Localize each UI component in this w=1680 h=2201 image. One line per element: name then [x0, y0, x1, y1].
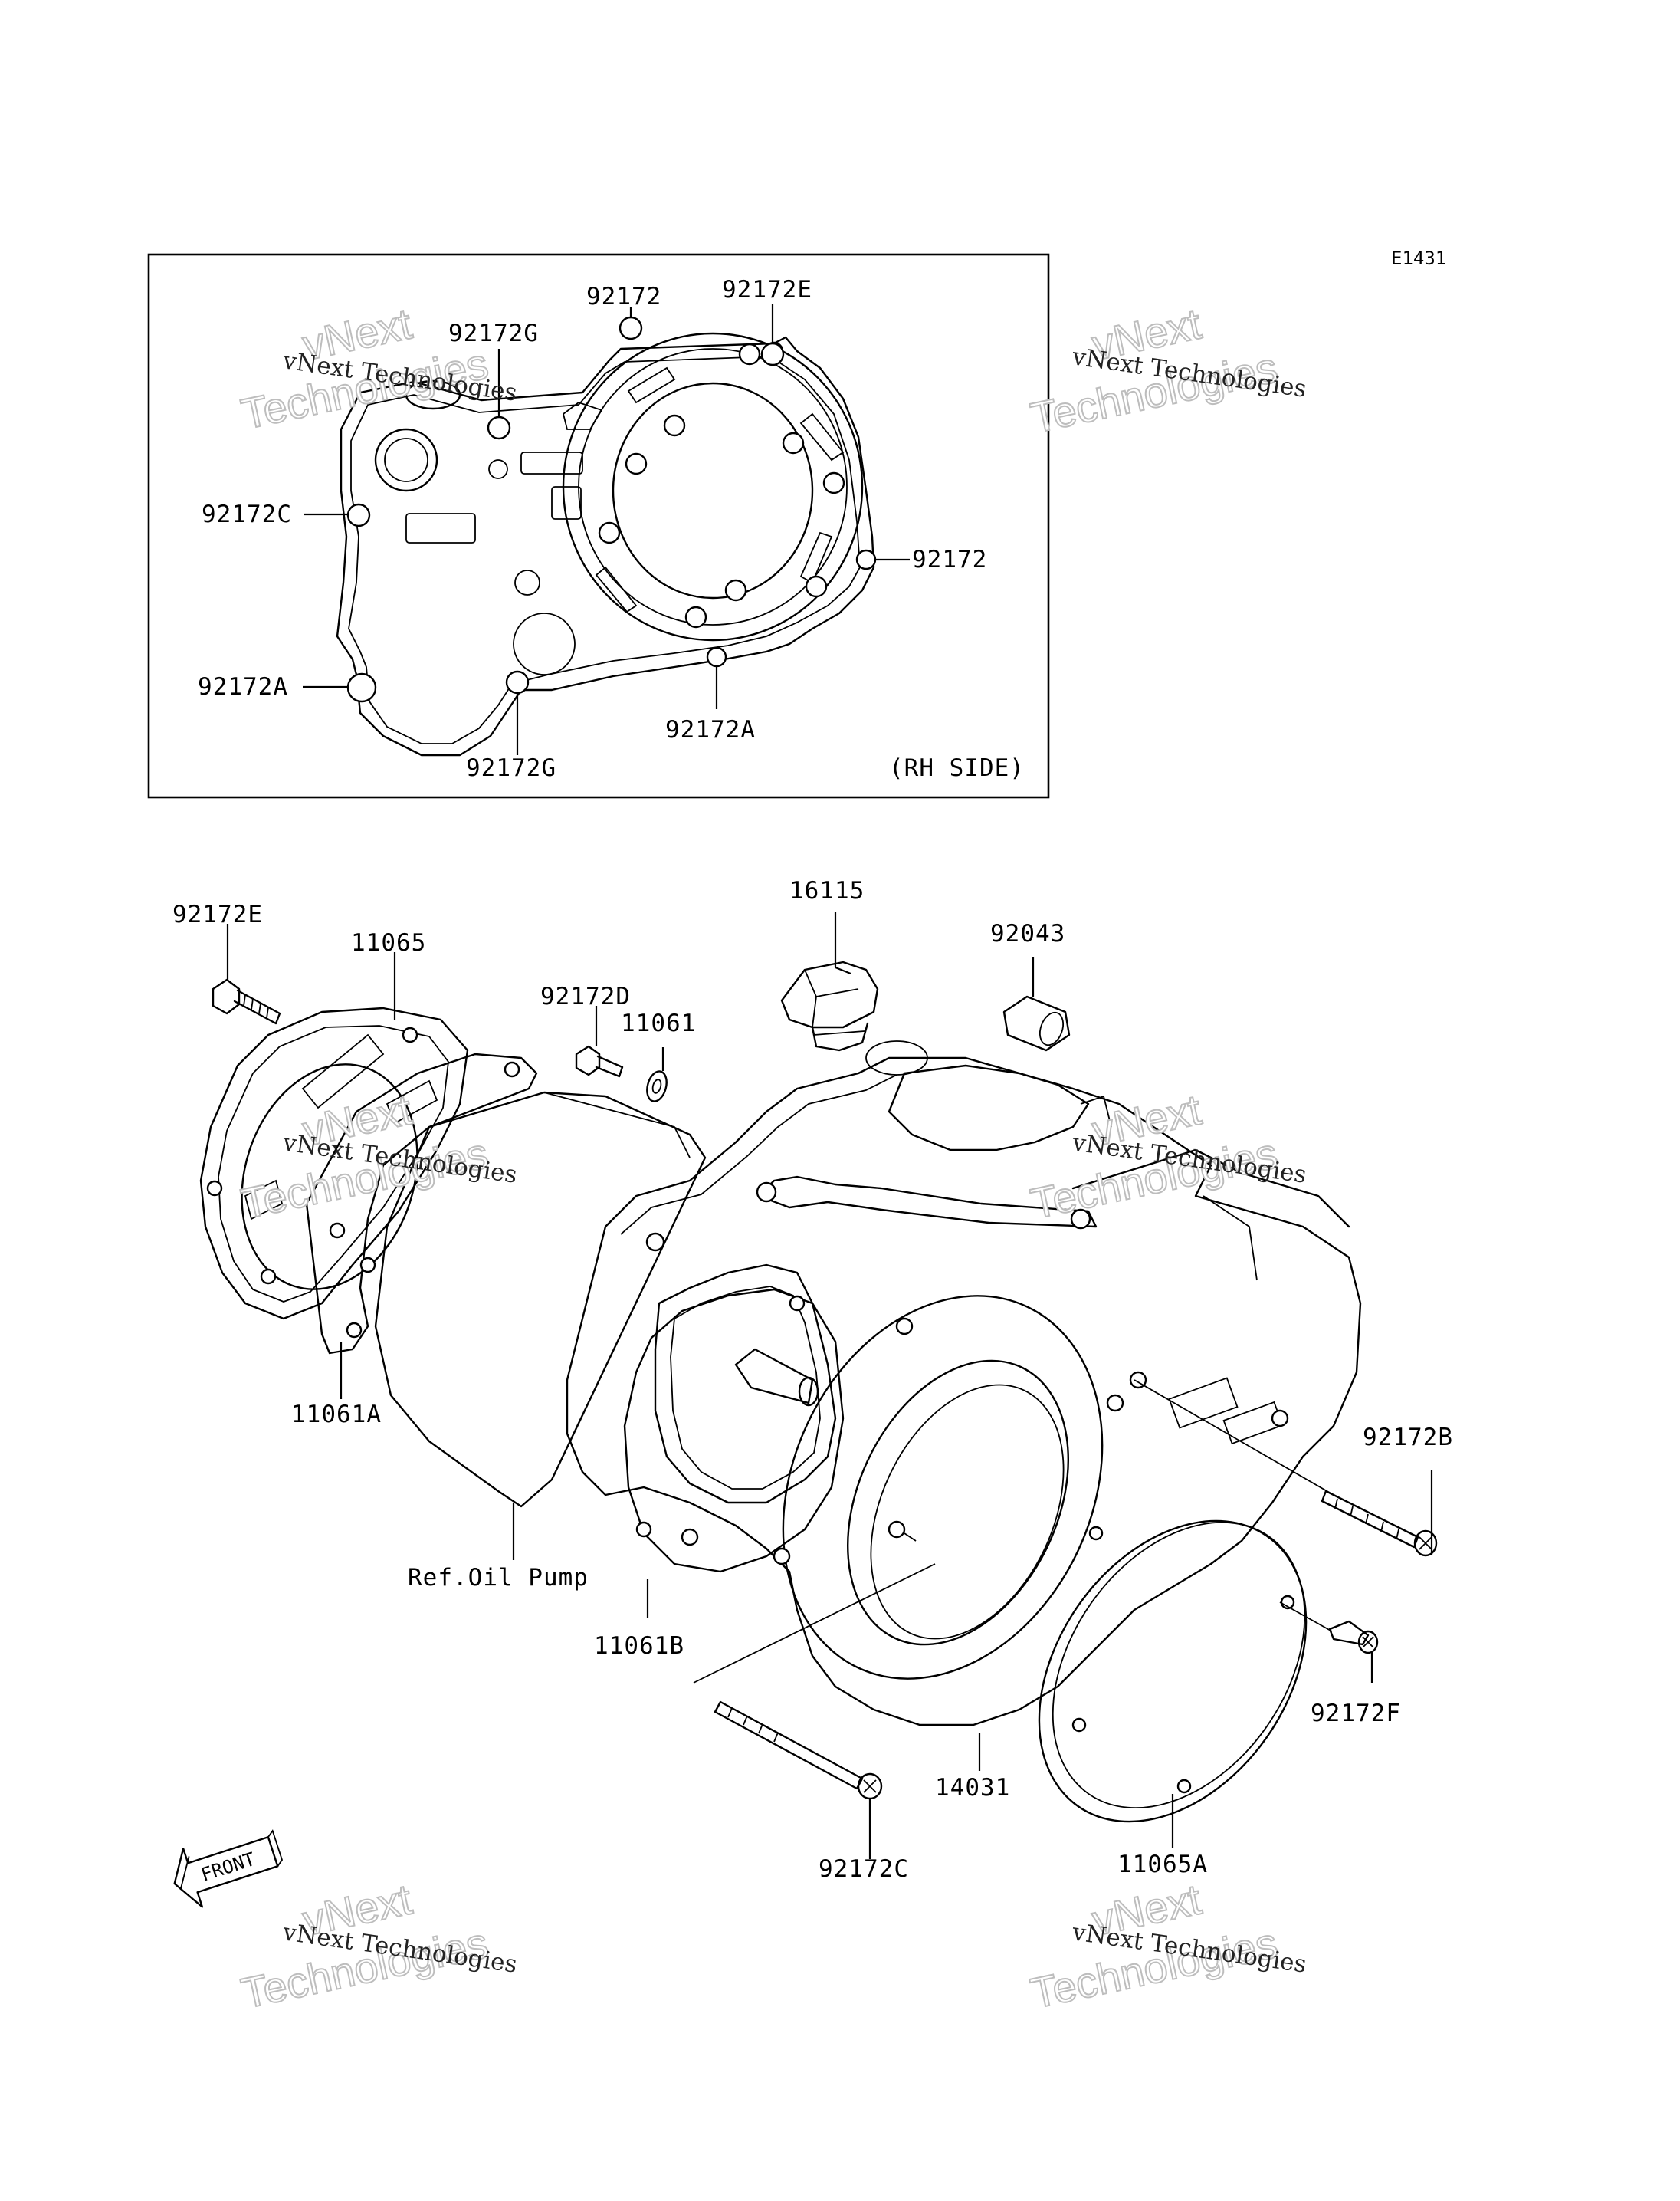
callout-92172e-inset: 92172E [722, 276, 812, 304]
washer-11061 [646, 1070, 668, 1102]
watermark-middle-right: vNext Technologies vNext Technologies [1025, 1084, 1308, 1228]
oil-filler-cap-16115 [780, 961, 879, 1052]
callout-92172c-inset: 92172C [202, 501, 292, 528]
diagram-id: E1431 [1391, 248, 1446, 269]
inset-frame [147, 253, 1050, 799]
oil-pump-housing [374, 1091, 707, 1508]
callout-11065: 11065 [351, 929, 426, 957]
damper-92043 [1002, 995, 1071, 1052]
bolt-92172c [714, 1700, 883, 1800]
bolt-92172f [1328, 1620, 1379, 1654]
callout-92172-top: 92172 [586, 283, 661, 310]
front-direction-arrow: FRONT [173, 1829, 284, 1908]
cover-11065a [1038, 1519, 1308, 1823]
callout-11061b: 11061B [594, 1632, 684, 1660]
watermark-group: vNext Technologies vNext Technologies vN… [236, 298, 1308, 2018]
callout-92172b: 92172B [1363, 1424, 1453, 1451]
watermark-bottom-right: vNext Technologies vNext Technologies [1025, 1874, 1308, 2018]
callout-92172d: 92172D [540, 983, 631, 1010]
rh-cover-gasket [336, 316, 877, 757]
watermark-middle-left: vNext Technologies vNext Technologies [236, 1084, 518, 1228]
gasket-11065 [199, 1007, 469, 1320]
callout-11061: 11061 [621, 1010, 696, 1037]
rh-side-label: (RH SIDE) [889, 754, 1025, 782]
callout-16115: 16115 [789, 877, 865, 905]
callout-92172g-inset-top: 92172G [448, 320, 539, 347]
callout-92172g-inset-bottom: 92172G [466, 754, 556, 782]
watermark-top-right: vNext Technologies vNext Technologies [1025, 298, 1308, 442]
callout-92172e-main: 92172E [172, 901, 263, 928]
callout-92172a-inset-right: 92172A [665, 716, 756, 744]
clutch-cover-14031 [566, 1040, 1362, 1726]
main-exploded-view: FRONT 92172E 11065 92172D 11061 16115 92… [172, 877, 1453, 1908]
bolt-92172b [1321, 1490, 1438, 1557]
gasket-11061b [623, 1288, 845, 1573]
bolt-92172e [212, 978, 281, 1025]
callout-92172a-inset-left: 92172A [198, 673, 288, 701]
callout-11061a: 11061A [291, 1401, 382, 1428]
callout-11065a: 11065A [1117, 1851, 1208, 1878]
callout-92172c-main: 92172C [819, 1855, 909, 1883]
callout-92172f: 92172F [1311, 1700, 1401, 1727]
inset-panel: 92172 92172E 92172G 92172C 92172 92172A … [147, 253, 1050, 799]
callout-14031: 14031 [935, 1774, 1010, 1802]
front-arrow-label: FRONT [199, 1848, 258, 1886]
callout-92043: 92043 [990, 920, 1065, 948]
watermark-bottom-left: vNext Technologies vNext Technologies [236, 1874, 518, 2018]
callout-92172-right: 92172 [912, 546, 987, 573]
callout-ref-oil-pump: Ref.Oil Pump [408, 1564, 589, 1592]
bolt-92172d [575, 1045, 624, 1078]
